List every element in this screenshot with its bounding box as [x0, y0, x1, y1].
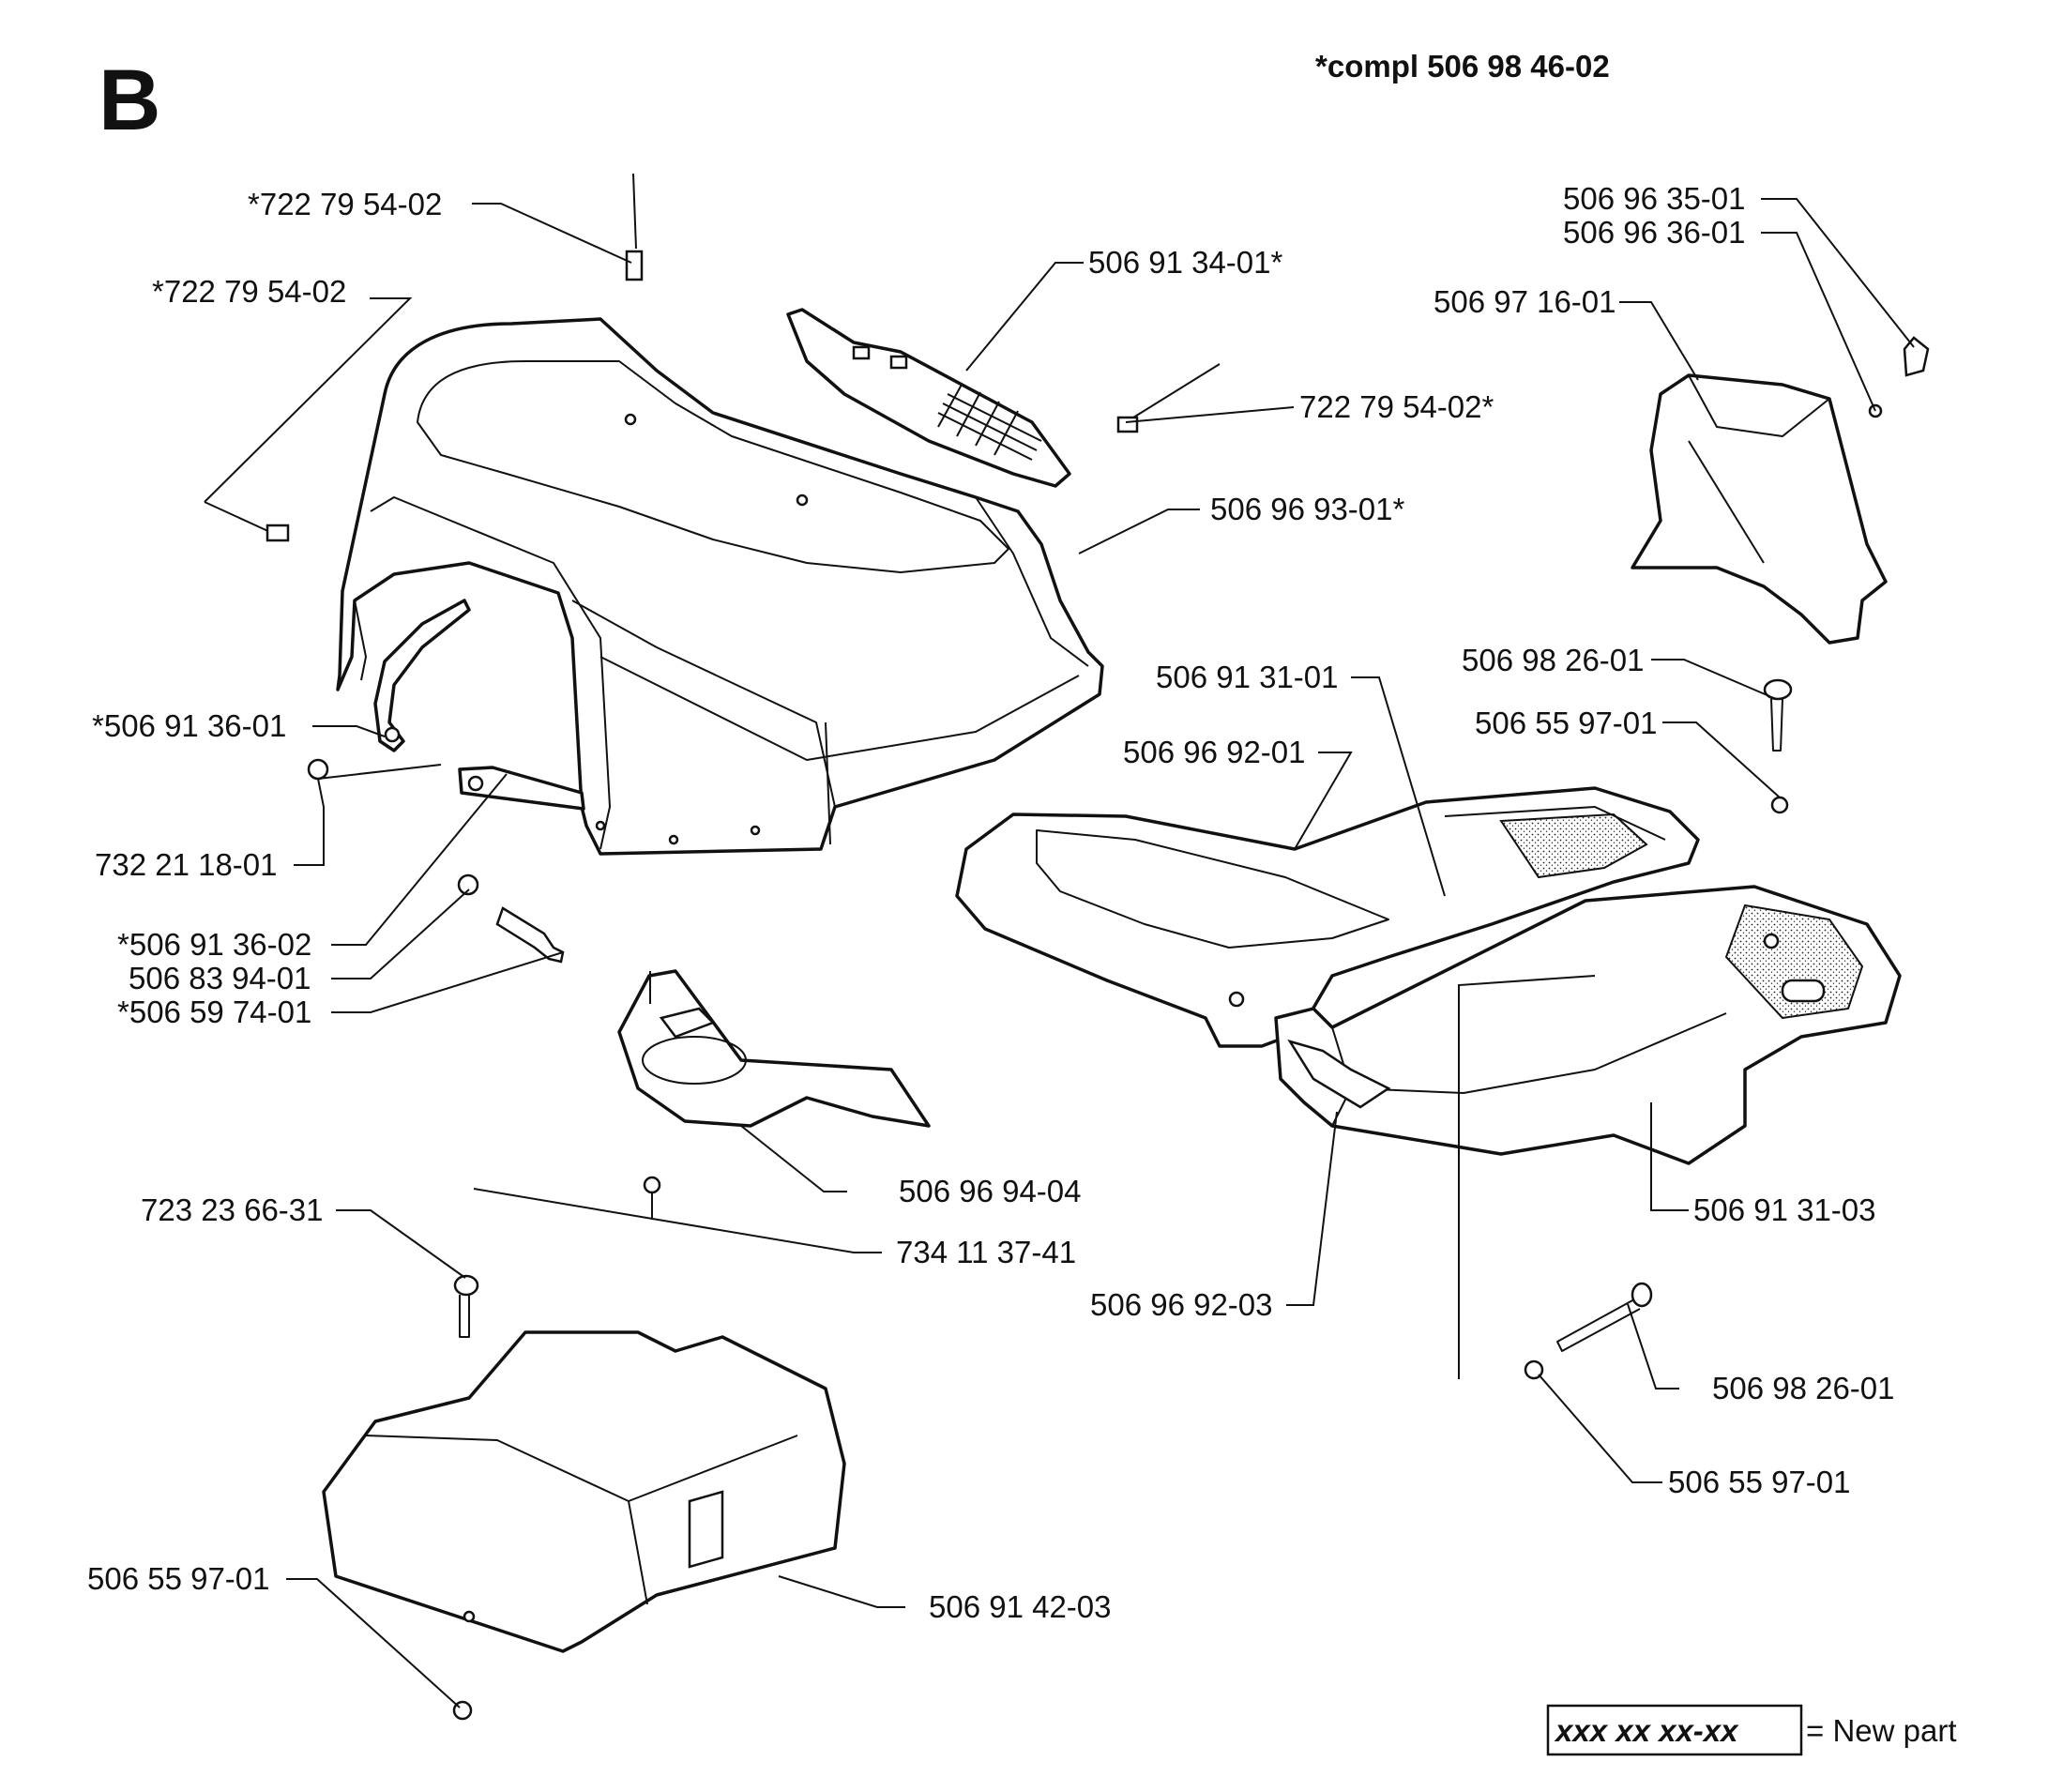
- part-label: 506 97 16-01: [1434, 284, 1616, 319]
- pin-hardware: [204, 173, 1221, 964]
- holder-part: [617, 969, 931, 1220]
- legend-box: [1546, 1704, 1803, 1756]
- part-label: *722 79 54-02: [248, 187, 442, 221]
- seat-front-part: [1274, 885, 1902, 1165]
- part-label: 732 21 18-01: [95, 847, 278, 882]
- part-label: 734 11 37-41: [896, 1235, 1076, 1269]
- part-number-labels: *722 79 54-02 *722 79 54-02 506 91 34-01…: [87, 181, 1895, 1624]
- grille-part: [786, 308, 1071, 488]
- part-label: 506 96 35-01: [1563, 181, 1746, 216]
- part-label: 506 55 97-01: [87, 1561, 270, 1596]
- fuel-tank-part: [322, 1330, 846, 1721]
- leader-lines: [204, 198, 1915, 1708]
- bracket-part: [373, 599, 471, 752]
- part-label: *506 91 36-02: [117, 927, 311, 962]
- part-label: 506 98 26-01: [1712, 1371, 1895, 1405]
- legend-box-text: xxx xx xx-xx: [1554, 1713, 1739, 1748]
- screw-hardware: [453, 336, 1930, 1380]
- hood-part: [336, 317, 1104, 856]
- legend-label: = New part: [1806, 1713, 1957, 1748]
- part-label: 506 55 97-01: [1668, 1465, 1851, 1499]
- complete-assembly-note: *compl 506 98 46-02: [1315, 49, 1610, 84]
- part-label: 506 96 36-01: [1563, 215, 1746, 250]
- part-label: 506 91 42-03: [929, 1589, 1112, 1624]
- part-label: 723 23 66-31: [141, 1192, 324, 1227]
- part-label: 506 83 94-01: [129, 961, 311, 995]
- seat-pan-part: [955, 786, 1700, 1048]
- part-label: 506 96 94-04: [899, 1174, 1082, 1208]
- section-letter: B: [99, 53, 160, 148]
- part-label: *506 91 36-01: [92, 708, 286, 743]
- part-label: 506 55 97-01: [1475, 706, 1658, 740]
- part-label: 506 96 92-03: [1090, 1287, 1273, 1322]
- new-part-legend: xxx xx xx-xx = New part: [1546, 1704, 1957, 1756]
- part-label: 506 98 26-01: [1462, 643, 1645, 677]
- side-cover-part: [1631, 373, 1888, 645]
- part-label: *722 79 54-02: [152, 274, 346, 309]
- part-label: 506 96 92-01: [1123, 735, 1306, 769]
- part-label: 722 79 54-02*: [1299, 389, 1494, 424]
- part-label: 506 91 31-01: [1156, 660, 1339, 694]
- part-label: 506 91 34-01*: [1088, 245, 1283, 280]
- part-label: *506 59 74-01: [117, 995, 311, 1029]
- part-label: 506 96 93-01*: [1210, 492, 1405, 526]
- part-label: 506 91 31-03: [1693, 1192, 1876, 1227]
- strap-part: [458, 766, 585, 811]
